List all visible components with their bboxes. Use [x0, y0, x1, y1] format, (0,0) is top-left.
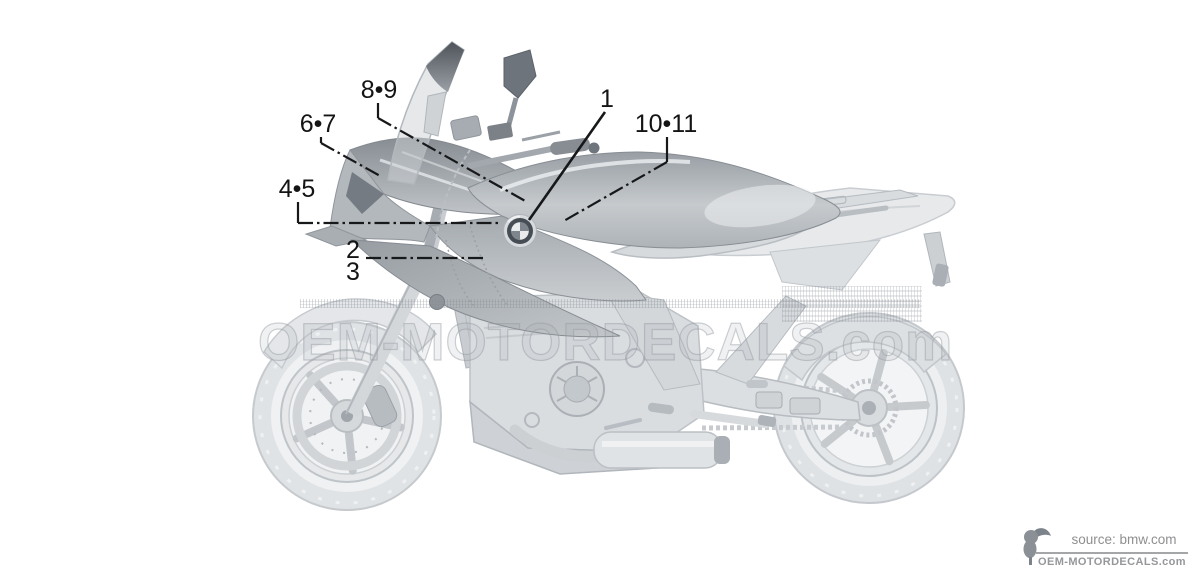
frame-and-footpegs	[604, 291, 807, 430]
leader-line-6-7	[320, 142, 383, 178]
frame-slider	[429, 294, 445, 310]
callout-label-2: 2	[346, 236, 360, 264]
bmw-roundel	[503, 214, 537, 248]
source-attribution: source: bmw.com	[1071, 532, 1177, 547]
rear-fender	[783, 315, 948, 382]
callout-label-4-5: 4•5	[279, 175, 316, 203]
watermark-text: OEM-MOTORDECALS.com	[257, 312, 954, 372]
watermark-hatch-block	[782, 286, 922, 322]
handlebar-controls	[435, 115, 600, 241]
leader-line-1	[527, 111, 607, 221]
callout-label-1: 1	[600, 85, 614, 113]
callout-label-10-11: 10•11	[635, 110, 698, 138]
front-wheel	[252, 321, 442, 511]
swingarm-and-chain	[687, 367, 861, 431]
callout-label-6-7: 6•7	[300, 110, 337, 138]
callout-label-8-9: 8•9	[361, 76, 398, 104]
lower-side-panel	[350, 239, 621, 338]
callout-label-3: 3	[346, 258, 360, 286]
mid-side-panel	[429, 215, 647, 302]
brand-attribution: OEM-MOTORDECALS.com	[1038, 556, 1186, 568]
exhaust-muffler	[509, 424, 730, 469]
toucan-logo-icon	[1023, 528, 1051, 565]
watermark-hatch-band	[300, 299, 920, 308]
attribution-divider	[1036, 552, 1188, 554]
leader-line-8-9	[377, 117, 528, 203]
leader-line-10-11	[561, 161, 668, 223]
